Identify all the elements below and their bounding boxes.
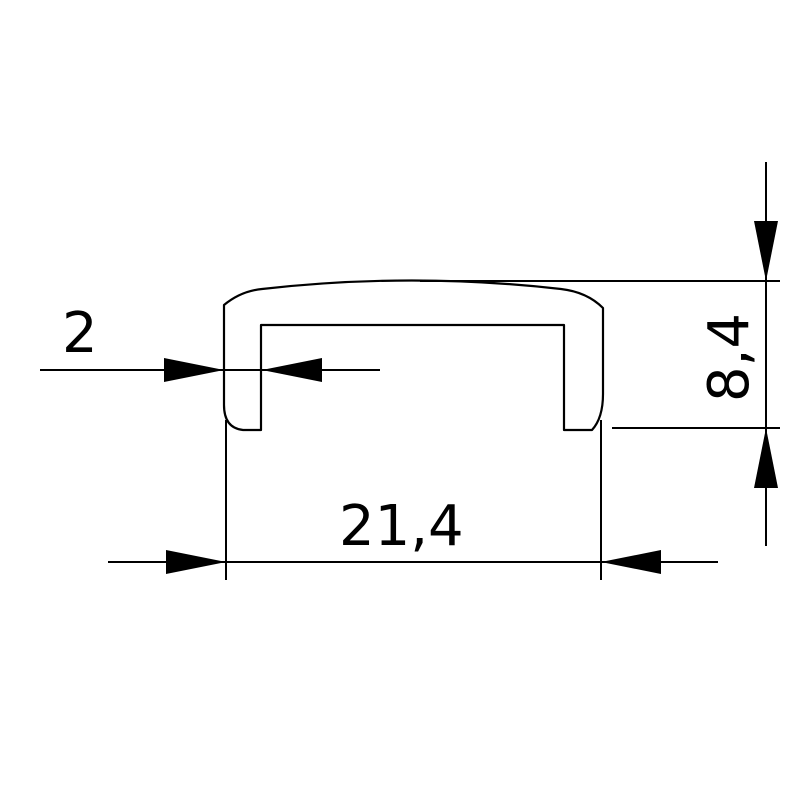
thickness-arrow-left: [164, 358, 224, 382]
height-arrow-top: [754, 221, 778, 281]
width-label: 21,4: [339, 494, 464, 559]
height-dimension: 8,4: [420, 162, 780, 546]
width-dimension: 21,4: [108, 420, 718, 580]
thickness-arrow-right: [262, 358, 322, 382]
height-label: 8,4: [697, 313, 762, 402]
height-arrow-bottom: [754, 428, 778, 488]
profile-outline: [222, 279, 605, 432]
thickness-label: 2: [62, 301, 98, 366]
thickness-dimension: 2: [40, 301, 380, 382]
width-arrow-right: [601, 550, 661, 574]
width-arrow-left: [166, 550, 226, 574]
